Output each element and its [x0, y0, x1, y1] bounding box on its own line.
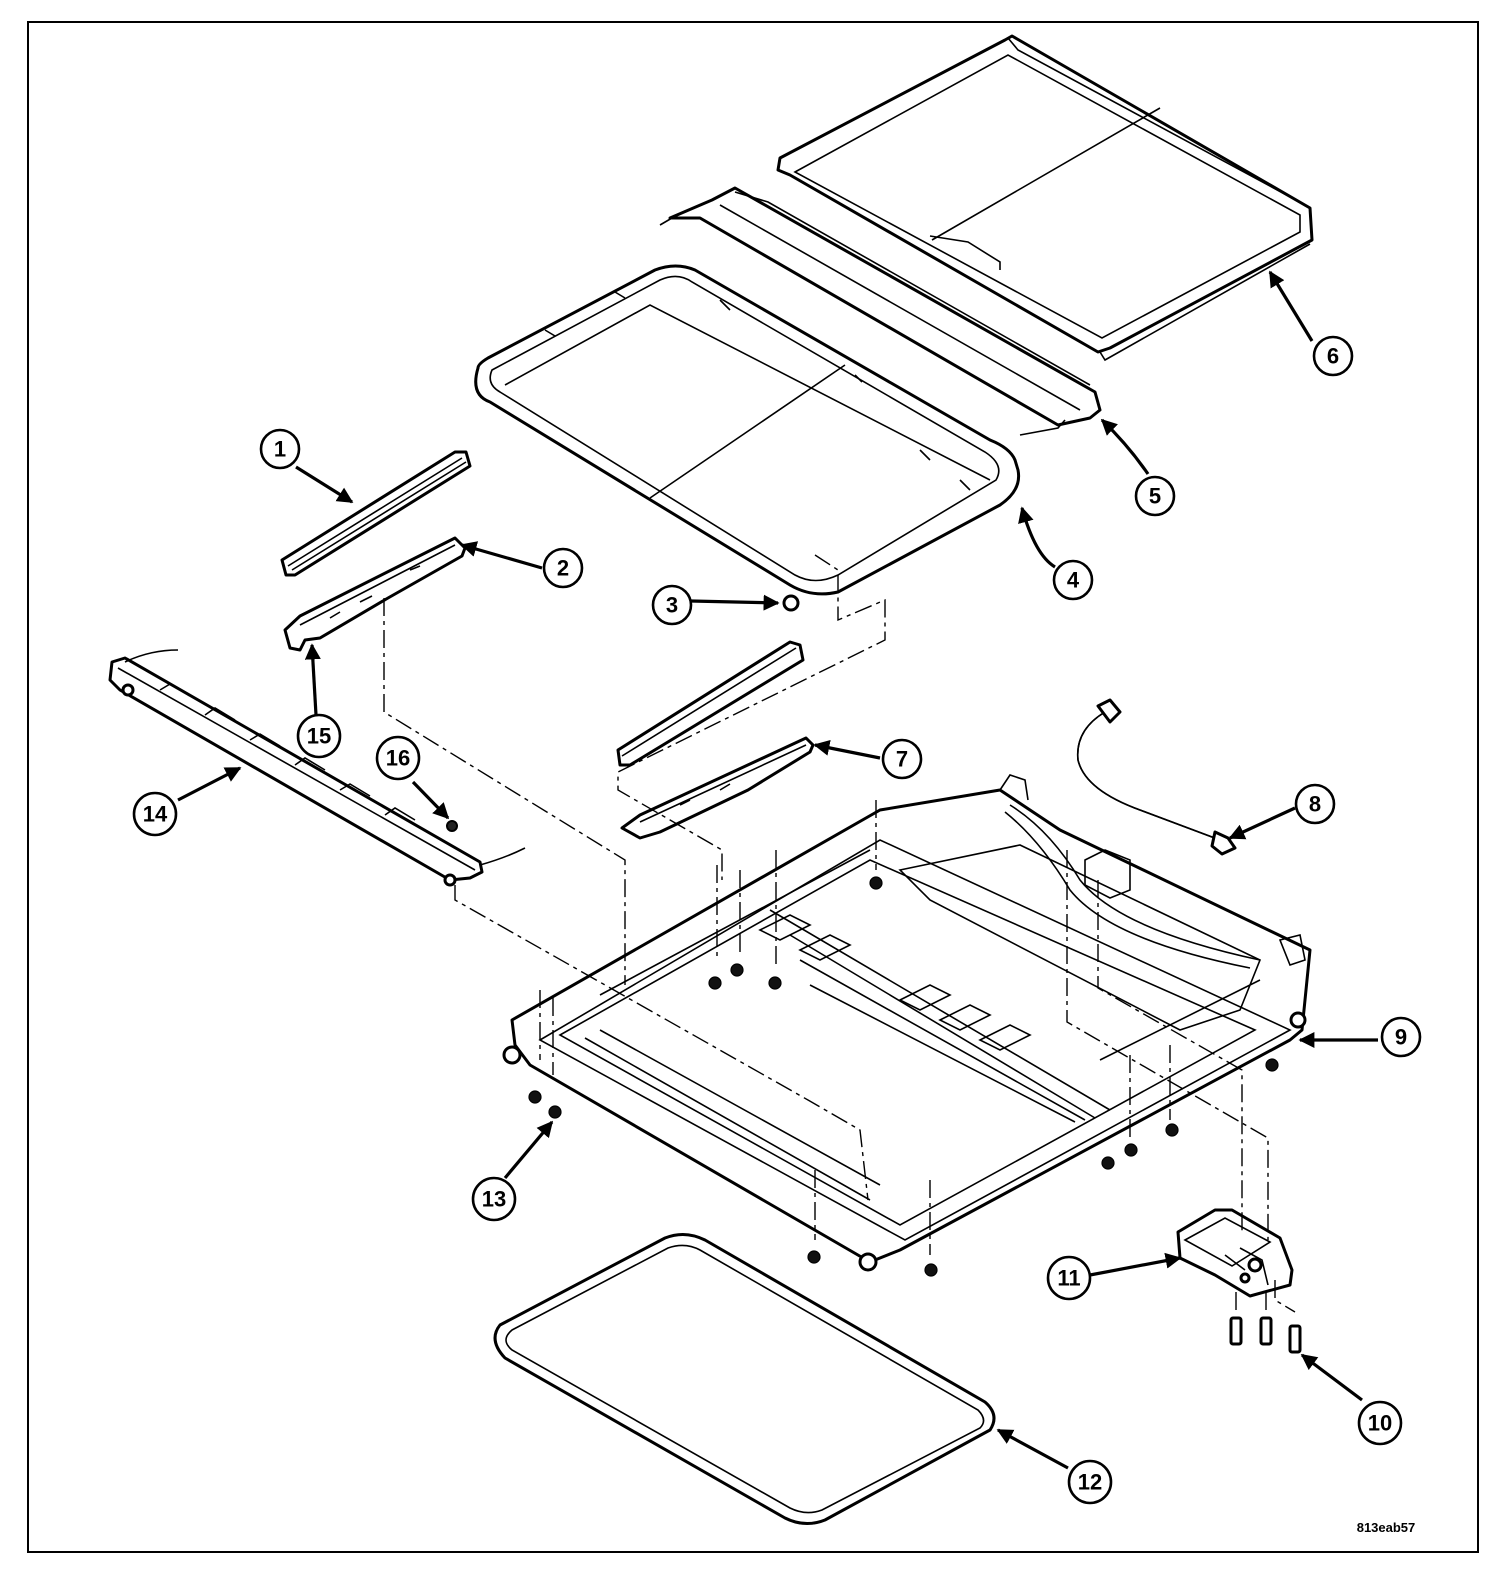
front-shield-rail — [280, 450, 472, 577]
callout-8: 8 — [1294, 783, 1336, 825]
frame-fastener — [807, 1250, 821, 1264]
frame-fastener — [768, 976, 782, 990]
callout-9: 9 — [1380, 1016, 1422, 1058]
leader-7 — [813, 739, 881, 760]
frame-fasteners — [528, 876, 1279, 1277]
frame-fastener — [708, 976, 722, 990]
leader-2 — [460, 541, 543, 570]
leader-4 — [1018, 506, 1056, 569]
leader-3 — [690, 594, 780, 611]
callout-2: 2 — [542, 547, 584, 589]
frame-fastener — [1101, 1156, 1115, 1170]
callout-7: 7 — [881, 738, 923, 780]
callout-12: 12 — [1067, 1459, 1113, 1505]
svg-text:8: 8 — [1309, 792, 1321, 817]
callout-3: 3 — [651, 584, 693, 626]
svg-text:10: 10 — [1368, 1411, 1392, 1436]
seal — [493, 1233, 996, 1525]
frame-fastener — [1265, 1058, 1279, 1072]
svg-text:13: 13 — [482, 1187, 506, 1212]
callout-11: 11 — [1046, 1255, 1092, 1301]
wind-deflector — [108, 649, 526, 887]
svg-text:12: 12 — [1078, 1470, 1102, 1495]
screw — [1288, 1324, 1302, 1354]
svg-text:5: 5 — [1149, 484, 1161, 509]
leader-1 — [295, 465, 354, 504]
leader-5 — [1100, 418, 1150, 475]
callout-10: 10 — [1357, 1400, 1403, 1446]
leader-12 — [996, 1428, 1069, 1470]
callout-1: 1 — [259, 428, 301, 470]
svg-text:16: 16 — [386, 746, 410, 771]
leader-11 — [1089, 1252, 1182, 1277]
deflector-fastener — [446, 820, 458, 832]
callout-16: 16 — [375, 735, 421, 781]
screw — [1259, 1316, 1273, 1346]
leader-10 — [1300, 1353, 1363, 1402]
sunroof-frame — [502, 774, 1312, 1272]
leader-16 — [411, 780, 450, 820]
leader-13 — [503, 1120, 554, 1180]
svg-text:1: 1 — [274, 437, 286, 462]
frame-fastener — [1165, 1123, 1179, 1137]
figure-id: 813eab57 — [1357, 1520, 1416, 1535]
left-bracket — [283, 536, 467, 652]
leader-15 — [304, 643, 321, 716]
callout-14: 14 — [132, 791, 178, 837]
frame-fastener — [924, 1263, 938, 1277]
callout-5: 5 — [1134, 475, 1176, 517]
callout-6: 6 — [1312, 335, 1354, 377]
glass-panel — [474, 264, 1021, 596]
frame-fastener — [730, 963, 744, 977]
svg-text:2: 2 — [557, 556, 569, 581]
svg-text:4: 4 — [1067, 568, 1080, 593]
svg-text:3: 3 — [666, 593, 678, 618]
leader-6 — [1268, 270, 1314, 342]
frame-fastener — [1124, 1143, 1138, 1157]
sunshade — [776, 34, 1314, 362]
frame-fastener — [869, 876, 883, 890]
frame-fastener — [548, 1105, 562, 1119]
leader-8 — [1228, 806, 1296, 840]
callout-13: 13 — [471, 1176, 517, 1222]
right-rail — [616, 640, 805, 767]
diagram-border — [27, 21, 1479, 1553]
drain-hose — [1076, 698, 1237, 856]
svg-text:9: 9 — [1395, 1025, 1407, 1050]
right-bracket — [620, 736, 815, 840]
motor — [1176, 1208, 1294, 1298]
svg-text:15: 15 — [307, 724, 331, 749]
svg-text:6: 6 — [1327, 344, 1339, 369]
screw — [1229, 1316, 1243, 1346]
nut — [782, 594, 800, 612]
svg-text:14: 14 — [143, 802, 168, 827]
callout-15: 15 — [296, 713, 342, 759]
callout-4: 4 — [1052, 559, 1094, 601]
alignment-lines — [383, 554, 1296, 1315]
leader-lines — [177, 270, 1378, 1470]
motor-screws — [1229, 1316, 1302, 1354]
leader-14 — [177, 766, 242, 802]
frame-fastener — [528, 1090, 542, 1104]
svg-text:7: 7 — [896, 747, 908, 772]
svg-text:11: 11 — [1057, 1266, 1080, 1291]
rear-drain-trough — [659, 186, 1102, 436]
